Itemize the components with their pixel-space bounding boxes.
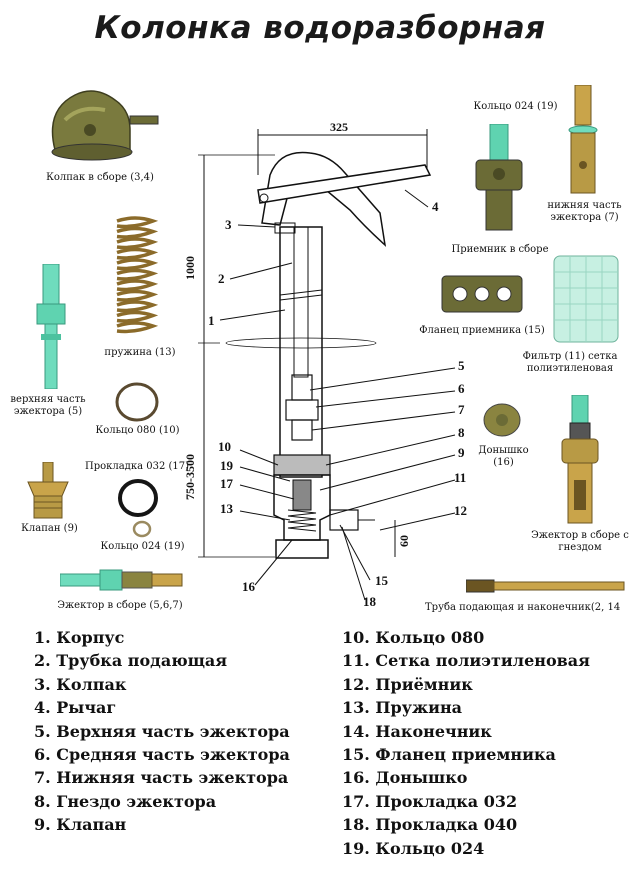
dim-bottom: 60 bbox=[397, 535, 411, 547]
legend-item: 5. Верхняя часть эжектора bbox=[34, 721, 290, 741]
legend-item: 19. Кольцо 024 bbox=[342, 838, 485, 858]
legend-item: 13. Пружина bbox=[342, 698, 463, 718]
spring-caption: пружина (13) bbox=[104, 347, 176, 358]
ejector-socket-caption: Эжектор в сборе с гнездом bbox=[531, 530, 629, 553]
receiver-photo bbox=[475, 124, 523, 231]
pipe-tip-caption: Труба подающая и наконечник(2, 14 bbox=[425, 602, 621, 613]
legend-item: 10. Кольцо 080 bbox=[342, 628, 485, 647]
valve-caption: Клапан (9) bbox=[21, 523, 78, 534]
gasket-photo bbox=[118, 479, 158, 517]
callout-5: 5 bbox=[458, 358, 465, 373]
legend-item: 15. Фланец приемника bbox=[342, 745, 556, 765]
kolpak-caption: Колпак в сборе (3,4) bbox=[46, 172, 154, 183]
callout-19: 19 bbox=[220, 458, 234, 473]
legend-item: 9. Клапан bbox=[34, 815, 127, 835]
flange-caption: Фланец приемника (15) bbox=[419, 325, 545, 336]
callout-8: 8 bbox=[458, 425, 465, 440]
legend-item: 18. Прокладка 040 bbox=[342, 815, 518, 835]
valve-photo bbox=[27, 462, 69, 519]
callout-13: 13 bbox=[220, 501, 234, 516]
page-title: Колонка водоразборная bbox=[94, 10, 546, 46]
ring024-top-caption: Кольцо 024 (19) bbox=[473, 101, 558, 112]
ejector-assembly-caption: Эжектор в сборе (5,6,7) bbox=[57, 600, 183, 611]
callout-9: 9 bbox=[458, 445, 465, 460]
callout-17: 17 bbox=[220, 476, 234, 491]
kolpak-photo bbox=[51, 90, 159, 161]
ring080-photo bbox=[115, 382, 159, 422]
legend-item: 17. Прокладка 032 bbox=[342, 791, 518, 811]
legend-item: 8. Гнездо эжектора bbox=[34, 791, 217, 811]
callout-4: 4 bbox=[432, 199, 439, 214]
legend-item: 2. Трубка подающая bbox=[34, 651, 228, 671]
callout-3: 3 bbox=[225, 217, 232, 232]
upper-ejector-photo bbox=[36, 264, 66, 389]
legend-left: 1. Корпус 2. Трубка подающая 3. Колпак 4… bbox=[34, 626, 290, 837]
lower-ejector-caption: нижняя часть эжектора (7) bbox=[547, 200, 622, 223]
gasket-caption: Прокладка 032 (17) bbox=[84, 461, 190, 472]
legend-item: 4. Рычаг bbox=[34, 698, 117, 718]
bottom-caption: Донышко (16) bbox=[478, 445, 529, 468]
legend-item: 14. Наконечник bbox=[342, 721, 492, 741]
dim-height: 1000 bbox=[183, 256, 197, 280]
legend-item: 1. Корпус bbox=[34, 628, 125, 647]
ring080-caption: Кольцо 080 (10) bbox=[95, 425, 180, 436]
spring-photo bbox=[116, 216, 159, 334]
upper-ejector-caption: верхняя часть эжектора (5) bbox=[10, 394, 86, 417]
ring024-left-caption: Кольцо 024 (19) bbox=[100, 541, 185, 552]
callout-6: 6 bbox=[458, 381, 465, 396]
callout-16: 16 bbox=[242, 579, 256, 594]
callout-15: 15 bbox=[375, 573, 389, 588]
callout-12: 12 bbox=[454, 503, 467, 518]
legend-item: 12. Приёмник bbox=[342, 674, 473, 694]
callout-2: 2 bbox=[218, 271, 225, 286]
dim-width: 325 bbox=[330, 120, 348, 134]
legend-item: 11. Сетка полиэтиленовая bbox=[342, 651, 590, 671]
legend-item: 3. Колпак bbox=[34, 674, 127, 694]
pipe-tip-photo bbox=[466, 579, 625, 593]
dim-depth: 750-3500 bbox=[183, 454, 197, 500]
filter-photo bbox=[553, 255, 619, 343]
callout-10: 10 bbox=[218, 439, 231, 454]
legend-item: 6. Средняя часть эжектора bbox=[34, 745, 290, 765]
legend-item: 16. Донышко bbox=[342, 768, 468, 788]
callout-11: 11 bbox=[454, 470, 466, 485]
flange-photo bbox=[441, 275, 523, 313]
bottom-photo bbox=[483, 403, 521, 437]
lower-ejector-photo bbox=[568, 85, 598, 194]
receiver-caption: Приемник в сборе bbox=[451, 244, 549, 255]
filter-caption: Фильтр (11) сетка полиэтиленовая bbox=[522, 351, 618, 374]
column-drawing: 325 1000 750-3500 60 bbox=[183, 120, 467, 609]
legend-right: 10. Кольцо 080 11. Сетка полиэтиленовая … bbox=[342, 626, 590, 860]
callout-1: 1 bbox=[208, 313, 215, 328]
ejector-socket-photo bbox=[561, 395, 599, 524]
ejector-assembly-photo bbox=[60, 569, 183, 591]
ring024-left-photo bbox=[132, 520, 152, 538]
legend-item: 7. Нижняя часть эжектора bbox=[34, 768, 289, 788]
callout-7: 7 bbox=[458, 402, 465, 417]
callout-18: 18 bbox=[363, 594, 377, 609]
